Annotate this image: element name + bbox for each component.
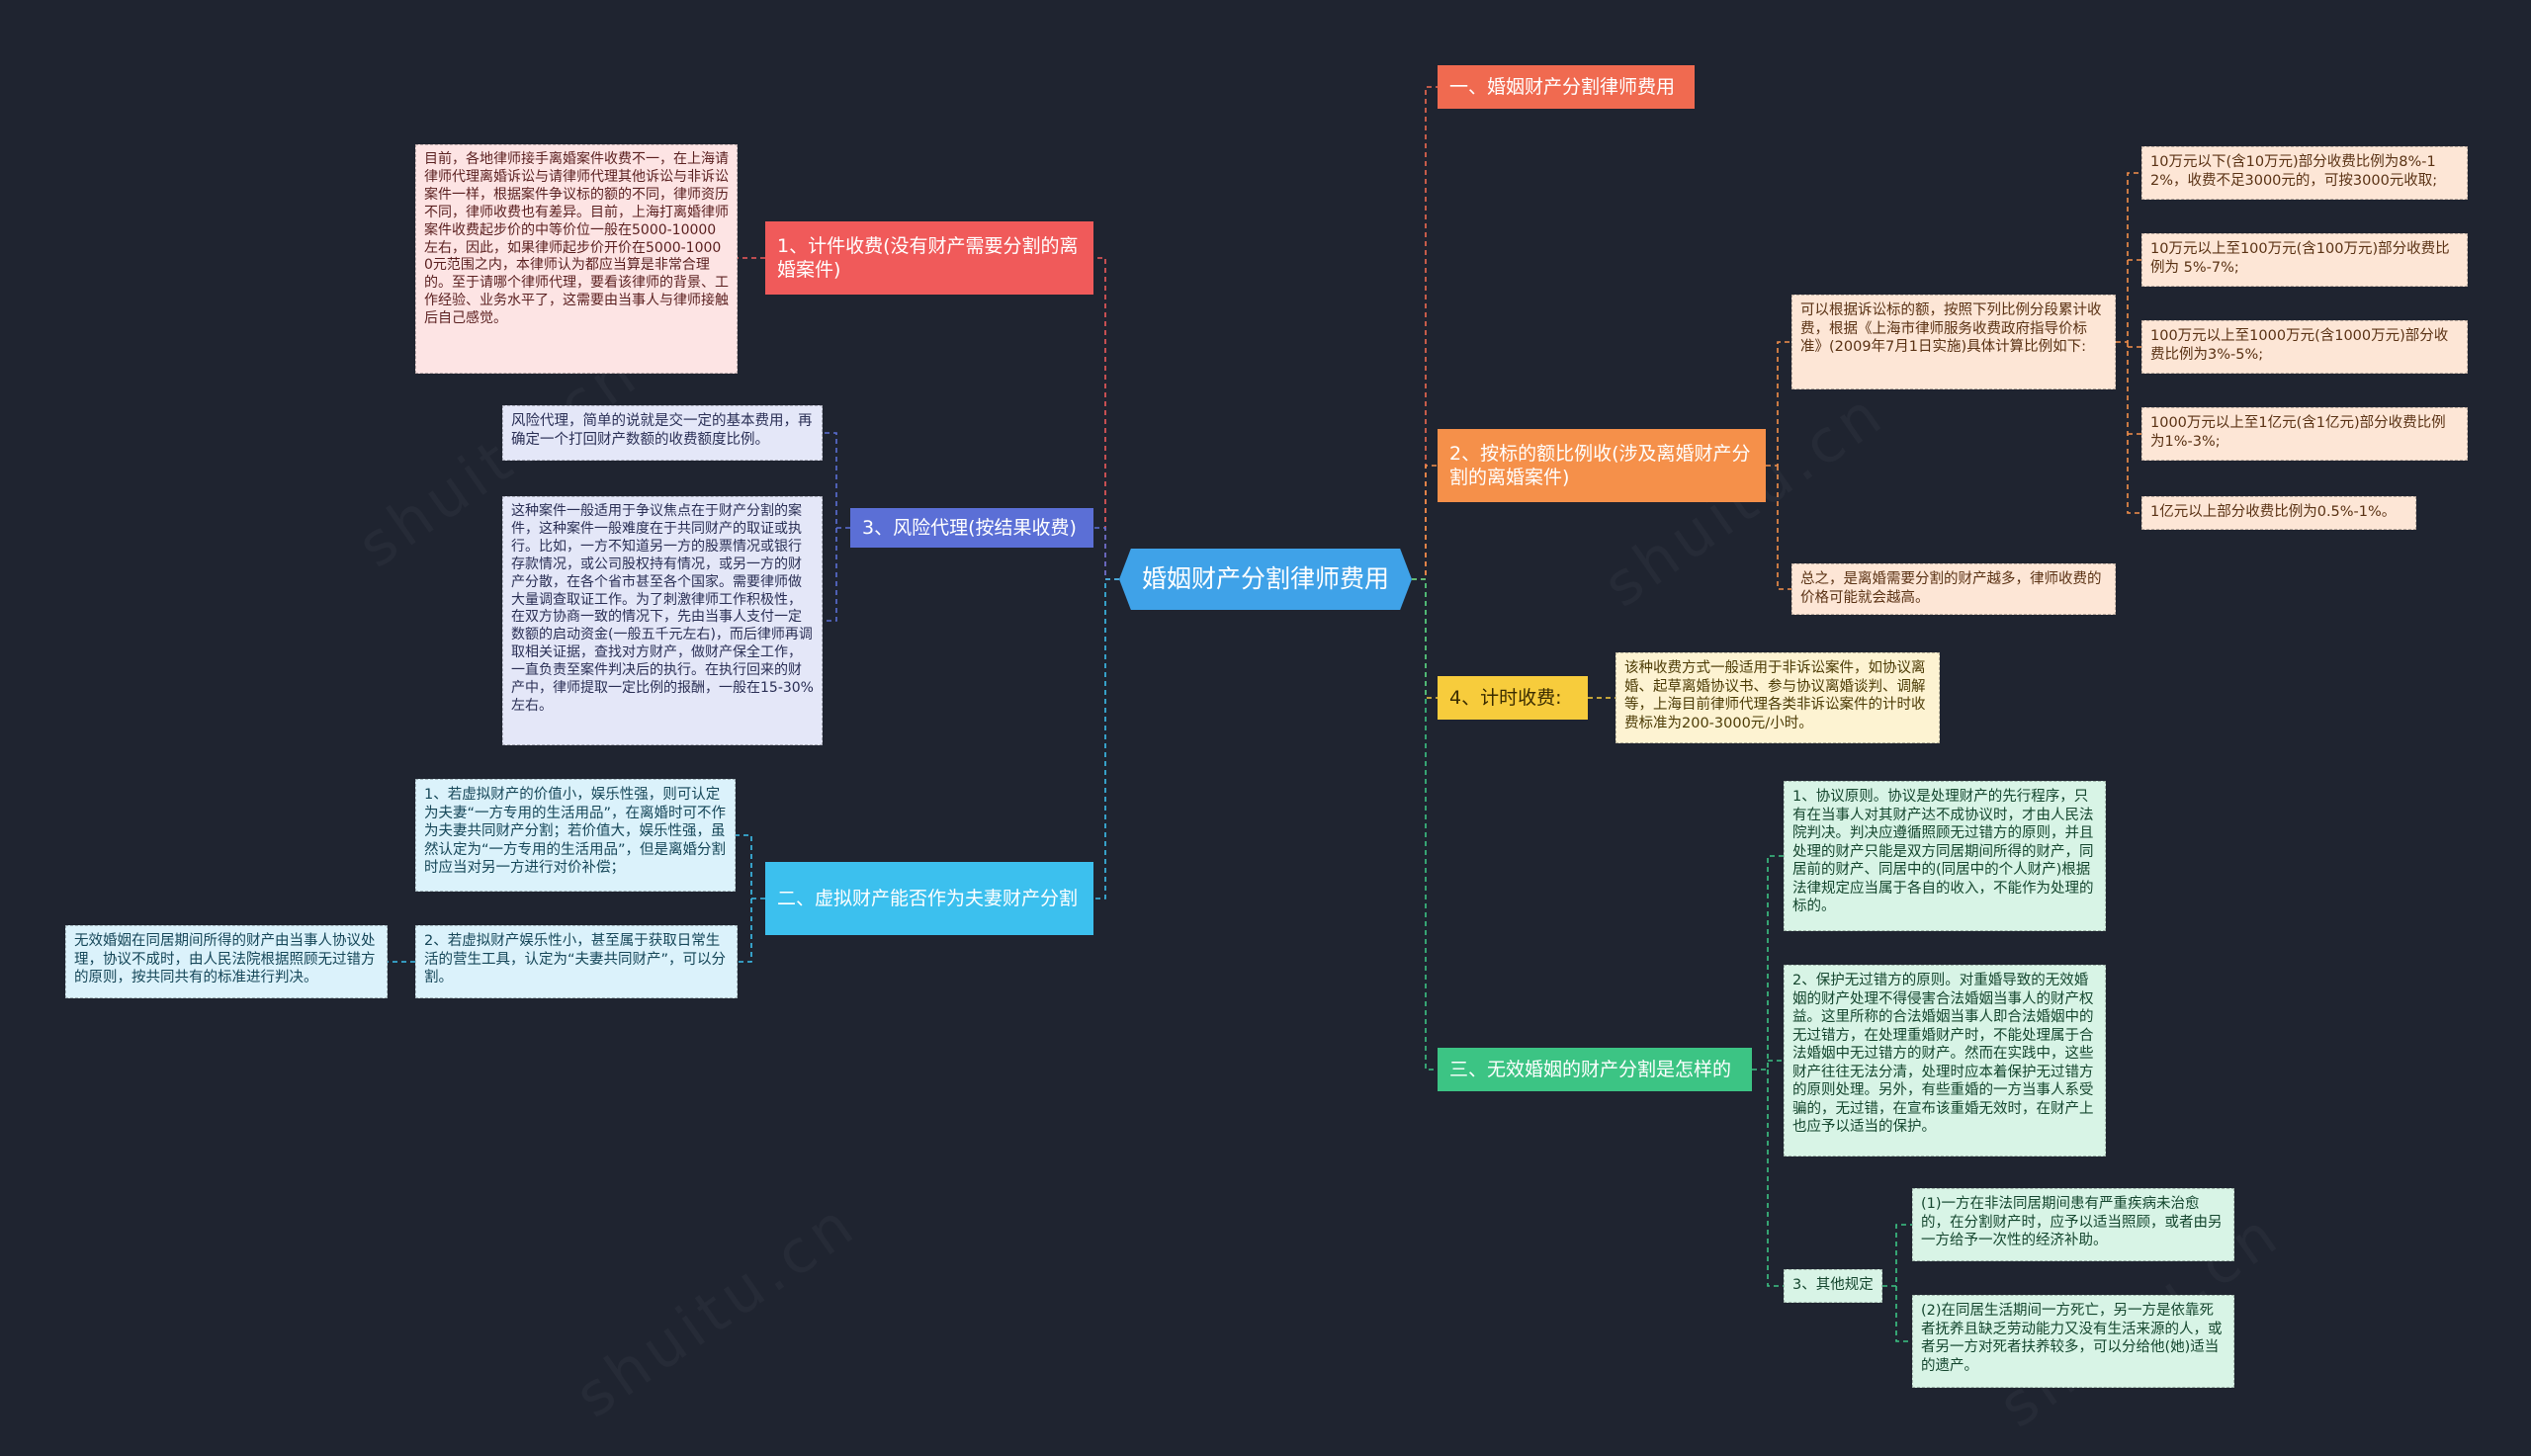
link-proportional-notes xyxy=(1766,341,1791,590)
note-virtual-small-value[interactable]: 1、若虚拟财产的价值小，娱乐性强，则可认定为夫妻“一方专用的生活用品”，在离婚时… xyxy=(415,779,736,892)
central-topic[interactable]: 婚姻财产分割律师费用 xyxy=(1119,549,1412,610)
rate-tier-1[interactable]: 10万元以下(含10万元)部分收费比例为8%-12%，收费不足3000元的，可按… xyxy=(2141,146,2468,200)
link-rate-tiers xyxy=(2116,172,2141,514)
note-proportional-intro[interactable]: 可以根据诉讼标的额，按照下列比例分段累计收费，根据《上海市律师服务收费政府指导价… xyxy=(1791,295,2116,389)
rate-tier-5[interactable]: 1亿元以上部分收费比例为0.5%-1%。 xyxy=(2141,496,2416,530)
topic-fee-overview[interactable]: 一、婚姻财产分割律师费用 xyxy=(1438,65,1695,109)
link-central-risk xyxy=(1093,527,1119,580)
note-risk-definition[interactable]: 风险代理，简单的说就是交一定的基本费用，再确定一个打回财产数额的收费额度比例。 xyxy=(502,405,823,461)
note-other-provisions[interactable]: 3、其他规定 xyxy=(1784,1269,1882,1303)
link-other-notes xyxy=(1882,1224,1912,1342)
rate-tier-2[interactable]: 10万元以上至100万元(含100万元)部分收费比例为 5%-7%; xyxy=(2141,233,2468,287)
note-other-illness[interactable]: (1)一方在非法同居期间患有严重疾病未治愈的，在分割财产时，应予以适当照顾，或者… xyxy=(1912,1188,2234,1261)
link-void-notes xyxy=(1752,855,1784,1287)
note-other-death[interactable]: (2)在同居生活期间一方死亡，另一方是依靠死者抚养且缺乏劳动能力又没有生活来源的… xyxy=(1912,1295,2234,1388)
link-risk-notes xyxy=(823,432,850,622)
link-central-proportional xyxy=(1412,465,1438,580)
link-central-overview xyxy=(1412,86,1438,580)
note-void-marriage-property[interactable]: 无效婚姻在同居期间所得的财产由当事人协议处理，协议不成时，由人民法院根据照顾无过… xyxy=(65,925,388,998)
link-central-piecework xyxy=(1093,257,1119,580)
topic-hourly-fee[interactable]: 4、计时收费: xyxy=(1438,676,1588,720)
topic-void-marriage[interactable]: 三、无效婚姻的财产分割是怎样的 xyxy=(1438,1048,1752,1091)
topic-virtual-property[interactable]: 二、虚拟财产能否作为夫妻财产分割 xyxy=(765,862,1093,935)
topic-piecework-fee[interactable]: 1、计件收费(没有财产需要分割的离婚案件) xyxy=(765,221,1093,295)
note-innocent-party-principle[interactable]: 2、保护无过错方的原则。对重婚导致的无效婚姻的财产处理不得侵害合法婚姻当事人的财… xyxy=(1784,965,2106,1156)
note-agreement-principle[interactable]: 1、协议原则。协议是处理财产的先行程序，只有在当事人对其财产达不成协议时，才由人… xyxy=(1784,781,2106,931)
note-proportional-summary[interactable]: 总之，是离婚需要分割的财产越多，律师收费的价格可能就会越高。 xyxy=(1791,563,2116,615)
link-central-virtual xyxy=(1093,578,1119,899)
note-piecework-detail[interactable]: 目前，各地律师接手离婚案件收费不一，在上海请律师代理离婚诉讼与请律师代理其他诉讼… xyxy=(415,144,738,374)
link-central-hourly xyxy=(1412,578,1438,699)
topic-proportional-fee[interactable]: 2、按标的额比例收(涉及离婚财产分割的离婚案件) xyxy=(1438,429,1766,502)
note-hourly-detail[interactable]: 该种收费方式一般适用于非诉讼案件，如协议离婚、起草离婚协议书、参与协议离婚谈判、… xyxy=(1615,652,1940,743)
note-risk-detail[interactable]: 这种案件一般适用于争议焦点在于财产分割的案件，这种案件一般难度在于共同财产的取证… xyxy=(502,496,823,745)
rate-tier-3[interactable]: 100万元以上至1000万元(含1000万元)部分收费比例为3%-5%; xyxy=(2141,320,2468,374)
rate-tier-4[interactable]: 1000万元以上至1亿元(含1亿元)部分收费比例为1%-3%; xyxy=(2141,407,2468,461)
link-virtual-notes xyxy=(736,834,765,963)
link-central-void xyxy=(1412,578,1438,1071)
topic-risk-agency[interactable]: 3、风险代理(按结果收费) xyxy=(850,508,1093,548)
note-virtual-tool[interactable]: 2、若虚拟财产娱乐性小，甚至属于获取日常生活的营生工具，认定为“夫妻共同财产”，… xyxy=(415,925,738,998)
